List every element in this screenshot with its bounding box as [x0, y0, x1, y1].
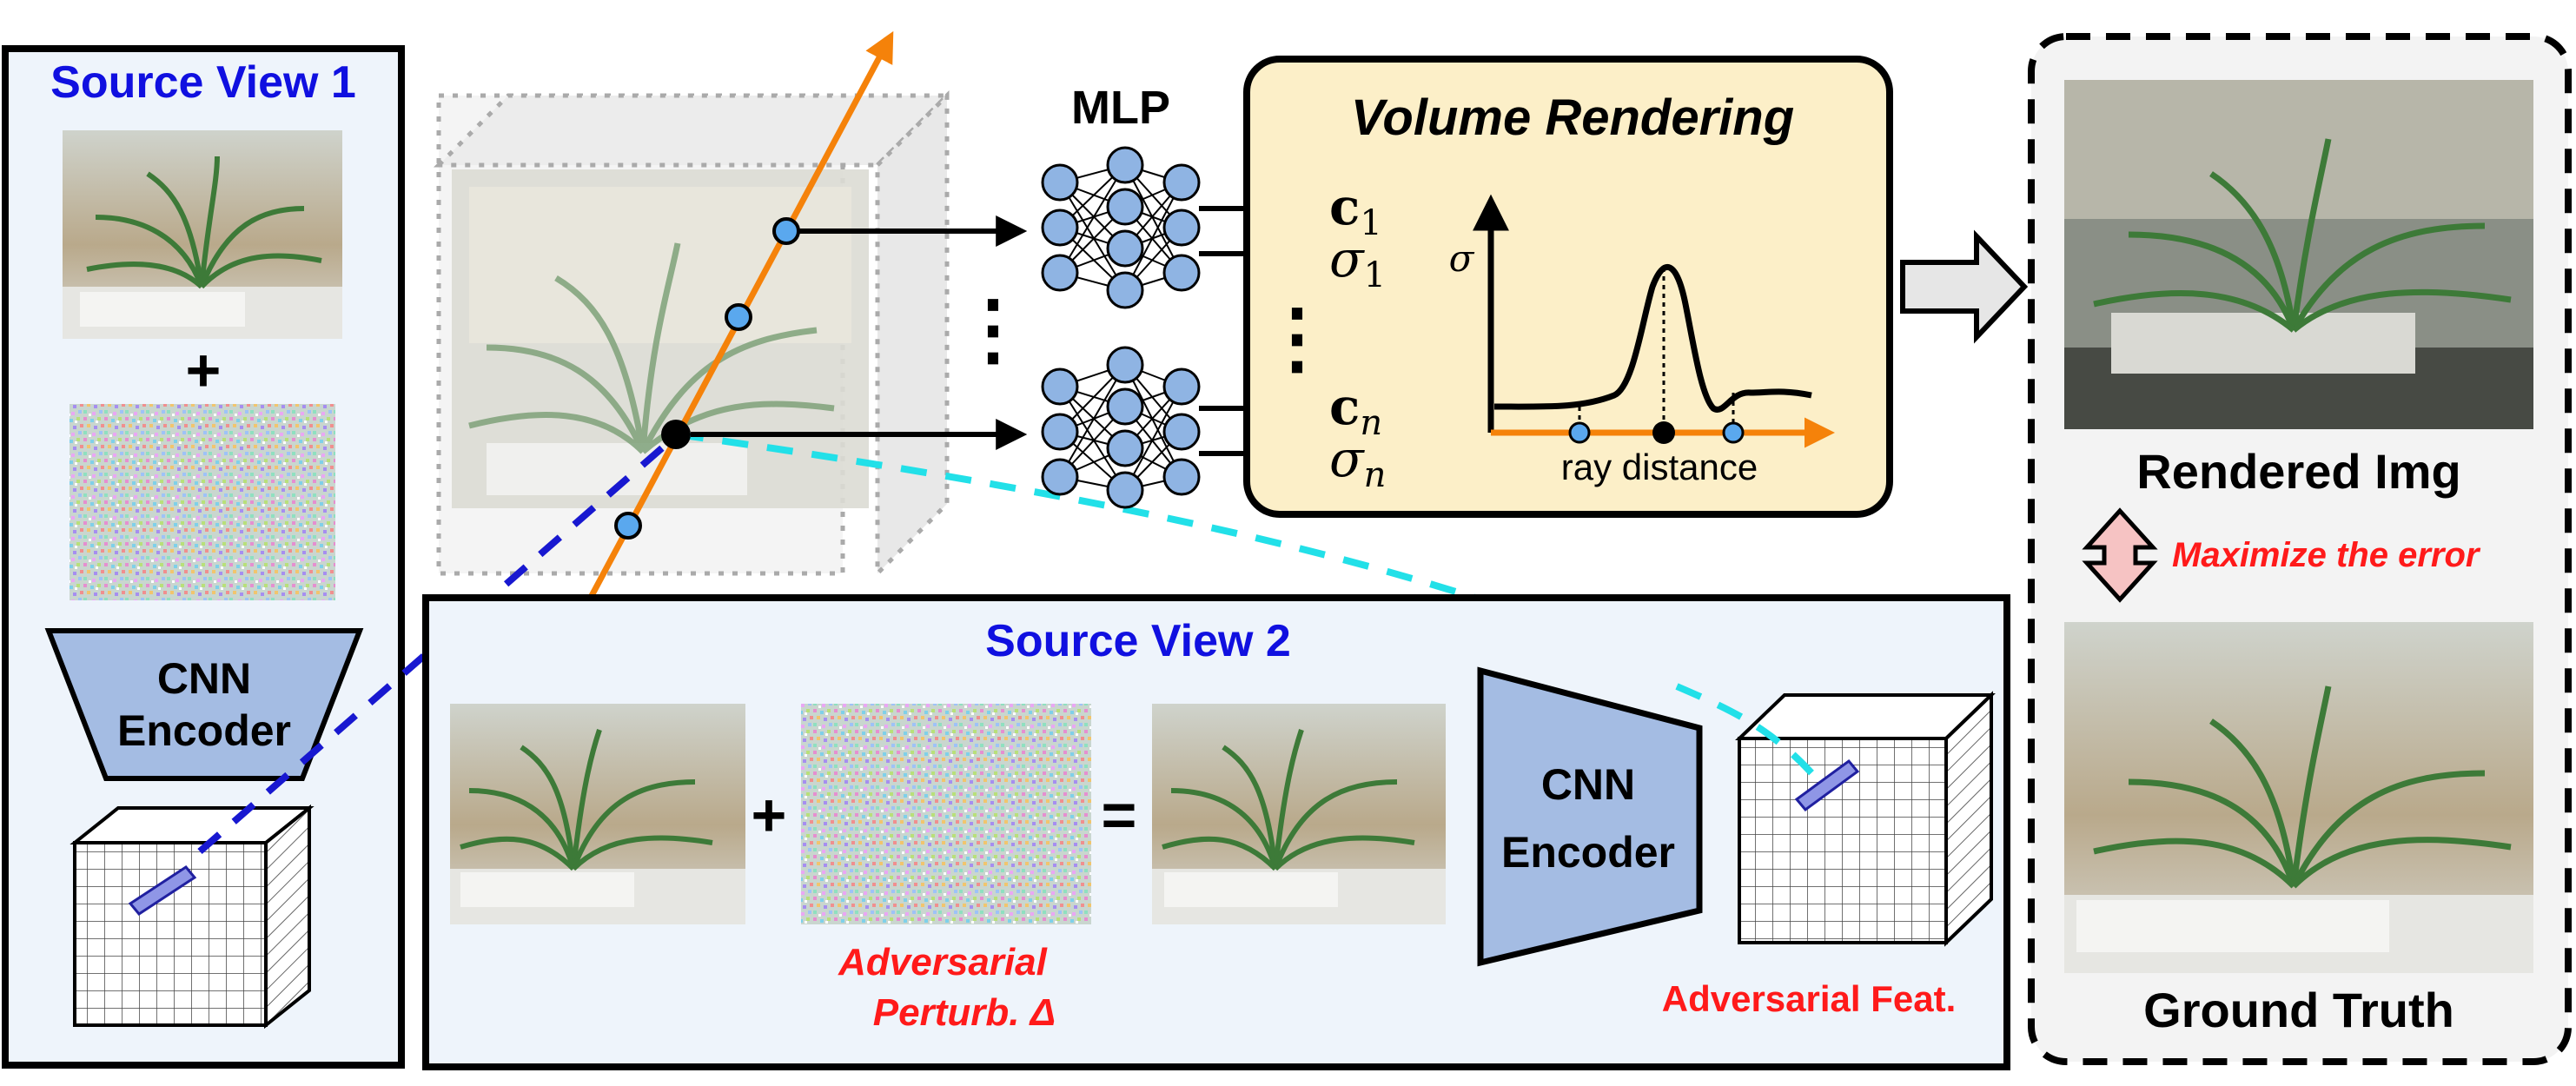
output-panel: Rendered Img Maximize the error Ground T… — [2028, 33, 2572, 1065]
plot-point-2 — [1722, 421, 1745, 444]
density-axis-label: σ — [1449, 237, 1475, 280]
source-view-1-panel: Source View 1 + CNN Encoder — [2, 45, 405, 1069]
source-view-2-equals: = — [1102, 781, 1137, 849]
mlp-ellipsis: ⋮ — [954, 287, 1032, 374]
ground-truth-image — [2064, 622, 2533, 973]
source-view-2-encoder — [1477, 666, 1703, 967]
volume-rendering-box: Volume Rendering c1 σ1 ⋮ cn σn σ ray dis — [1243, 56, 1893, 518]
source-view-1-title: Source View 1 — [50, 57, 356, 108]
ray-distance-label: ray distance — [1561, 447, 1758, 487]
source-view-1-feature-cube — [70, 804, 315, 1030]
output-arrow — [1900, 229, 2029, 344]
source-view-2-feature-cube — [1735, 691, 1996, 947]
source-view-1-plus: + — [186, 336, 222, 404]
scene-volume — [433, 89, 953, 579]
source-view-2-photo — [450, 704, 745, 924]
plot-point-1 — [1568, 421, 1591, 444]
mlp-title: MLP — [1071, 82, 1170, 134]
volume-rendering-title: Volume Rendering — [1351, 89, 1794, 146]
sample-point-active — [661, 420, 691, 449]
sample-point-2 — [725, 303, 752, 331]
vr-ellipsis: ⋮ — [1258, 295, 1336, 382]
density-plot: σ ray distance — [1449, 194, 1835, 487]
source-view-2-encoder-label-2: Encoder — [1501, 828, 1675, 877]
sample-point-3 — [614, 512, 642, 540]
source-view-1-encoder — [44, 628, 364, 781]
mlp-network-n — [1041, 346, 1201, 509]
source-view-2-plus: + — [752, 781, 787, 849]
mlp-network-1 — [1041, 146, 1201, 309]
adversarial-perturbation-label-1: Adversarial — [838, 941, 1047, 983]
maximize-error-label: Maximize the error — [2172, 536, 2481, 574]
ground-truth-label: Ground Truth — [2143, 983, 2454, 1037]
adversarial-perturbation-label-2: Perturb. Δ — [873, 991, 1056, 1034]
sample-point-1 — [772, 217, 800, 245]
source-view-1-encoder-label-1: CNN — [157, 654, 251, 703]
source-view-2-perturbed-photo — [1152, 704, 1446, 924]
sigman-label: σn — [1329, 429, 1386, 495]
sigma1-label: σ1 — [1329, 229, 1386, 295]
error-double-arrow — [2082, 507, 2158, 603]
source-view-1-noise — [70, 404, 335, 600]
source-view-1-photo — [63, 130, 342, 339]
c1-label: c1 — [1329, 177, 1382, 243]
cn-label: cn — [1329, 377, 1382, 443]
plot-point-active — [1652, 421, 1675, 444]
adversarial-feature-label: Adversarial Feat. — [1662, 978, 1957, 1019]
source-view-2-encoder-label-1: CNN — [1541, 760, 1635, 809]
adversarial-perturbation-noise — [801, 704, 1091, 924]
rendered-image — [2064, 80, 2533, 429]
feature-projection-view-2-end — [1675, 683, 1818, 780]
rendered-image-label: Rendered Img — [2136, 444, 2460, 499]
density-curve — [1493, 264, 1812, 413]
source-view-2-panel: Source View 2 + = — [422, 594, 2010, 1070]
source-view-2-title: Source View 2 — [985, 616, 1291, 666]
source-view-1-encoder-label-2: Encoder — [117, 706, 291, 755]
